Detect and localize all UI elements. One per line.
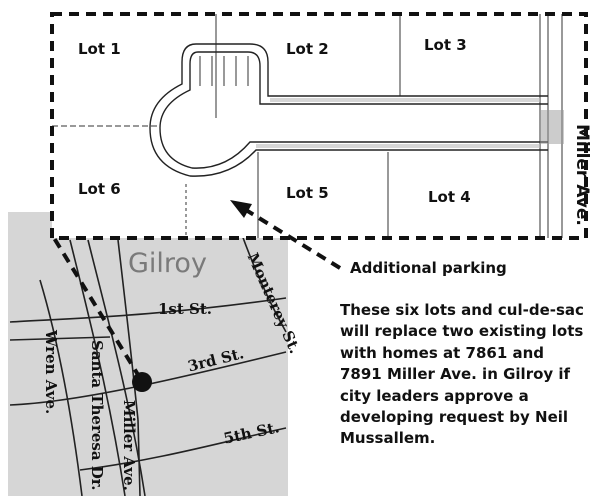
cul-de-sac-outer <box>149 43 548 177</box>
street-label-miller: Miller Ave. <box>120 400 138 491</box>
street-line-5th <box>79 427 287 471</box>
sidewalk-north <box>270 98 540 102</box>
driveway-entrance <box>540 110 564 144</box>
location-marker <box>132 372 152 392</box>
lot-4-label: Lot 4 <box>428 188 471 206</box>
caption-text: These six lots and cul-de-sac will repla… <box>340 301 584 448</box>
project-boundary <box>50 12 588 240</box>
parking-arrow-shaft <box>244 208 342 270</box>
street-label-wren: Wren Ave. <box>42 330 60 415</box>
parking-callout: Additional parking <box>350 259 507 277</box>
street-line-miller <box>117 239 139 421</box>
street-line-spur <box>9 336 111 341</box>
street-label-santa-theresa: Santa Theresa Dr. <box>88 340 106 491</box>
city-label: Gilroy <box>128 248 207 279</box>
street-line-santa-theresa-a <box>69 239 126 496</box>
street-line-miller-south <box>137 419 141 496</box>
street-label-1st: 1st St. <box>158 300 213 318</box>
street-line-wren <box>39 279 83 496</box>
plat-background <box>52 14 586 238</box>
lot-6-label: Lot 6 <box>78 180 121 198</box>
lot-2-label: Lot 2 <box>286 40 329 58</box>
lot-5-label: Lot 5 <box>286 184 329 202</box>
map-background <box>8 212 288 496</box>
cul-de-sac-inner <box>159 51 548 169</box>
sidewalk-south <box>256 144 540 148</box>
lot-3-label: Lot 3 <box>424 36 467 54</box>
parking-arrow-head <box>230 200 252 218</box>
locator-connector <box>52 236 142 380</box>
lot-1-label: Lot 1 <box>78 40 121 58</box>
plat-street-label: Miller Ave. <box>572 124 592 226</box>
